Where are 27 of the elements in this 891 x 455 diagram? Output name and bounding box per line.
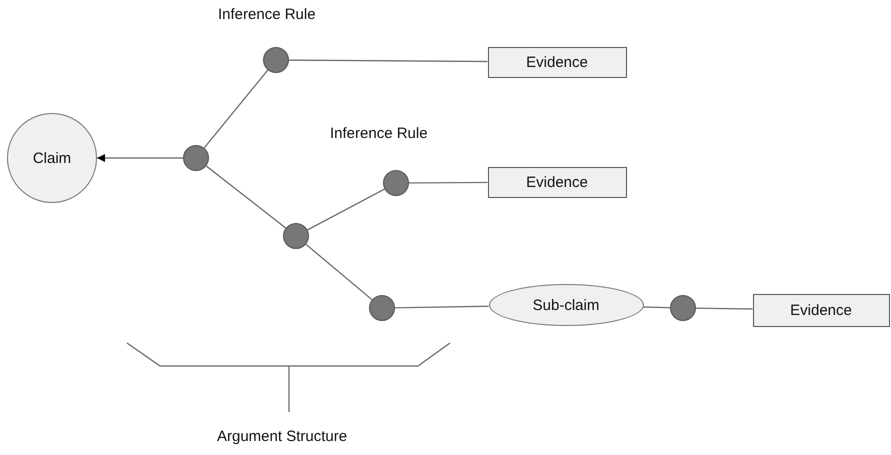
connector-line [409, 182, 488, 184]
node-label: Evidence [790, 302, 852, 318]
arrow [97, 154, 183, 162]
junction-dot [383, 170, 409, 196]
junction-dot [369, 295, 395, 321]
connector-line [307, 188, 385, 230]
node-label: Evidence [526, 54, 588, 70]
node-label: Claim [32, 150, 72, 166]
connector-line [643, 306, 670, 308]
node-label: Sub-claim [532, 296, 600, 314]
junction-dot [263, 47, 289, 73]
junction-dot [183, 145, 209, 171]
inference-rule-label: Inference Rule [218, 6, 316, 23]
connector-line [204, 70, 268, 148]
connector-line [289, 60, 488, 62]
junction-dot [283, 223, 309, 249]
node-label: Evidence [526, 174, 588, 190]
evidence-box [488, 166, 626, 198]
inference-rule-label: Inference Rule [330, 125, 428, 142]
connector-line [206, 166, 286, 228]
junction-dot [670, 295, 696, 321]
bracket-caption: Argument Structure [217, 428, 348, 445]
connector-line [306, 244, 372, 300]
connector-line [696, 308, 752, 310]
evidence-box [752, 294, 890, 326]
evidence-box [488, 46, 626, 78]
connector-line [394, 306, 489, 308]
